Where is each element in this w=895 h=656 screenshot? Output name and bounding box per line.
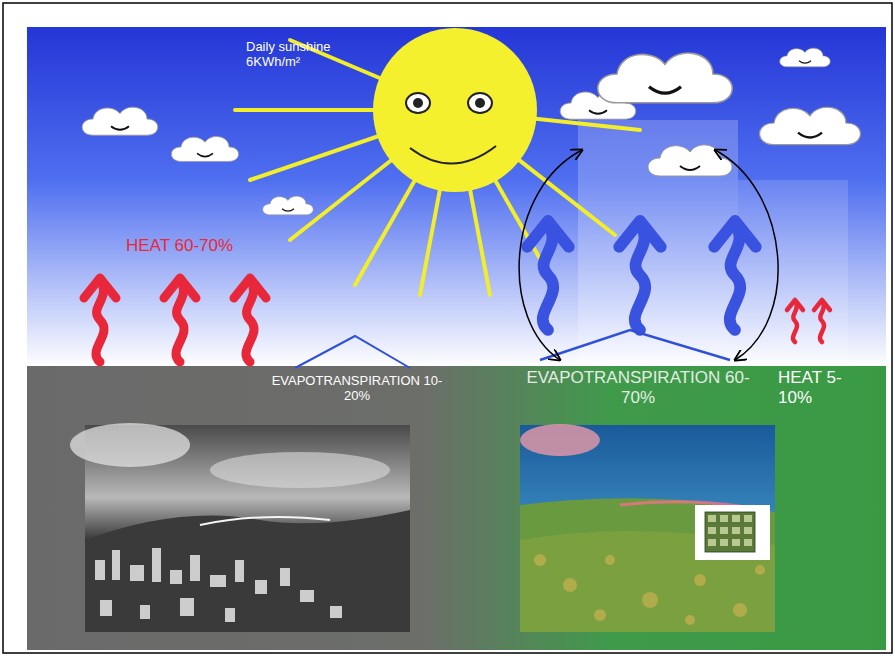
heat-label: HEAT 60-70%: [126, 236, 296, 256]
evapotranspiration-label: EVAPOTRANSPIRATION 60-70%: [518, 368, 758, 407]
sunshine-label: Daily sunshine 6KWh/m²: [246, 40, 356, 70]
heat-label: HEAT 5-10%: [778, 368, 858, 407]
evapotranspiration-label: EVAPOTRANSPIRATION 10-20%: [262, 374, 452, 404]
